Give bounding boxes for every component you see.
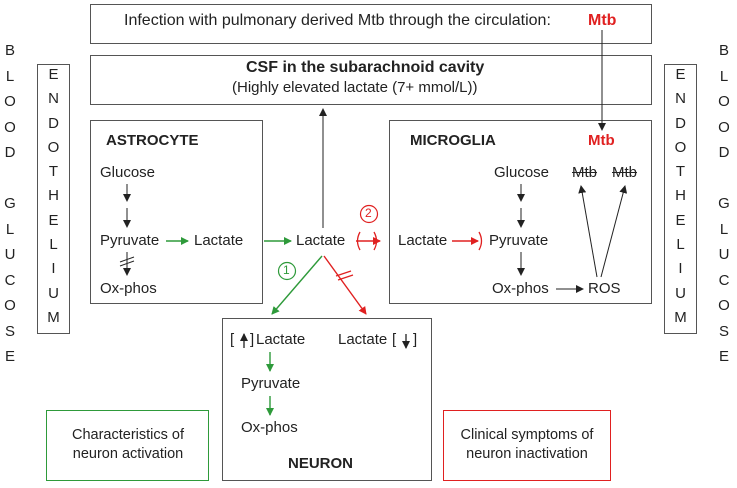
center-paren-left (356, 231, 361, 251)
csf-subtitle: (Highly elevated lactate (7+ mmol/L)) (232, 79, 478, 96)
pathway-2-label: 2 (365, 206, 372, 220)
right-endothelium-label: E N D O T H E L I U M (674, 66, 687, 326)
activation-legend-box (46, 410, 209, 481)
ros-to-mtb-1-arrow (578, 185, 598, 278)
infection-text: Infection with pulmonary derived Mtb thr… (124, 12, 551, 29)
left-endothelium-box (37, 64, 70, 334)
neuron-bracket-open-down: [ (392, 331, 397, 348)
microglia-mtb-struck-1: Mtb (572, 164, 598, 181)
microglia-glucose: Glucose (494, 164, 550, 181)
left-blood-glucose-label: B L O O D G L U C O S E (4, 42, 16, 365)
center-paren-right (373, 231, 378, 251)
center-to-neuron-green-arrow (271, 255, 323, 315)
infection-box (90, 4, 652, 44)
red-block-mark-2 (337, 274, 354, 281)
right-endothelium-box (664, 64, 697, 334)
astrocyte-pyruvate: Pyruvate (100, 232, 160, 249)
pathway-2-circle (359, 204, 379, 224)
inactivation-legend-text: Clinical symptoms of neuron inactivation (460, 427, 594, 462)
neuron-pyruvate: Pyruvate (241, 375, 301, 392)
left-endothelium-label: E N D O T H E L I U M (47, 66, 60, 326)
astro-block-mark-1 (119, 256, 135, 263)
neuron-bracket-close-up: ] (250, 331, 255, 348)
microglia-title: MICROGLIA (410, 132, 496, 149)
astrocyte-box (90, 120, 263, 304)
astrocyte-title: ASTROCYTE (106, 132, 199, 149)
neuron-lactate-up: Lactate (256, 331, 306, 348)
inactivation-legend-box (443, 410, 611, 481)
microglia-paren (478, 231, 483, 251)
neuron-oxphos: Ox-phos (241, 419, 298, 436)
neuron-title: NEURON (288, 455, 354, 472)
neuron-bracket-open-up: [ (230, 331, 235, 348)
astrocyte-lactate: Lactate (194, 232, 244, 249)
csf-title: CSF in the subarachnoid cavity (246, 59, 485, 76)
ros-to-mtb-2-arrow (600, 185, 628, 278)
csf-box (90, 55, 652, 105)
red-block-mark-1 (335, 270, 352, 277)
microglia-oxphos: Ox-phos (492, 280, 549, 297)
activation-legend-text: Characteristics of neuron activation (71, 427, 184, 462)
neuron-lactate-down: Lactate (338, 331, 388, 348)
pathway-1-label: 1 (283, 263, 290, 277)
pathway-1-circle (277, 261, 297, 281)
microglia-ros: ROS (588, 280, 621, 297)
microglia-mtb: Mtb (588, 132, 615, 149)
center-lactate: Lactate (296, 232, 346, 249)
center-to-neuron-red-arrow (323, 255, 367, 315)
microglia-mtb-struck-2: Mtb (612, 164, 638, 181)
neuron-box (222, 318, 432, 481)
microglia-lactate: Lactate (398, 232, 448, 249)
microglia-pyruvate: Pyruvate (489, 232, 549, 249)
neuron-bracket-close-down: ] (413, 331, 418, 348)
astrocyte-oxphos: Ox-phos (100, 280, 157, 297)
top-mtb-label: Mtb (588, 12, 617, 29)
astrocyte-glucose: Glucose (100, 164, 156, 181)
astro-block-mark-2 (119, 260, 135, 267)
right-blood-glucose-label: B L O O D G L U C O S E (718, 42, 730, 365)
